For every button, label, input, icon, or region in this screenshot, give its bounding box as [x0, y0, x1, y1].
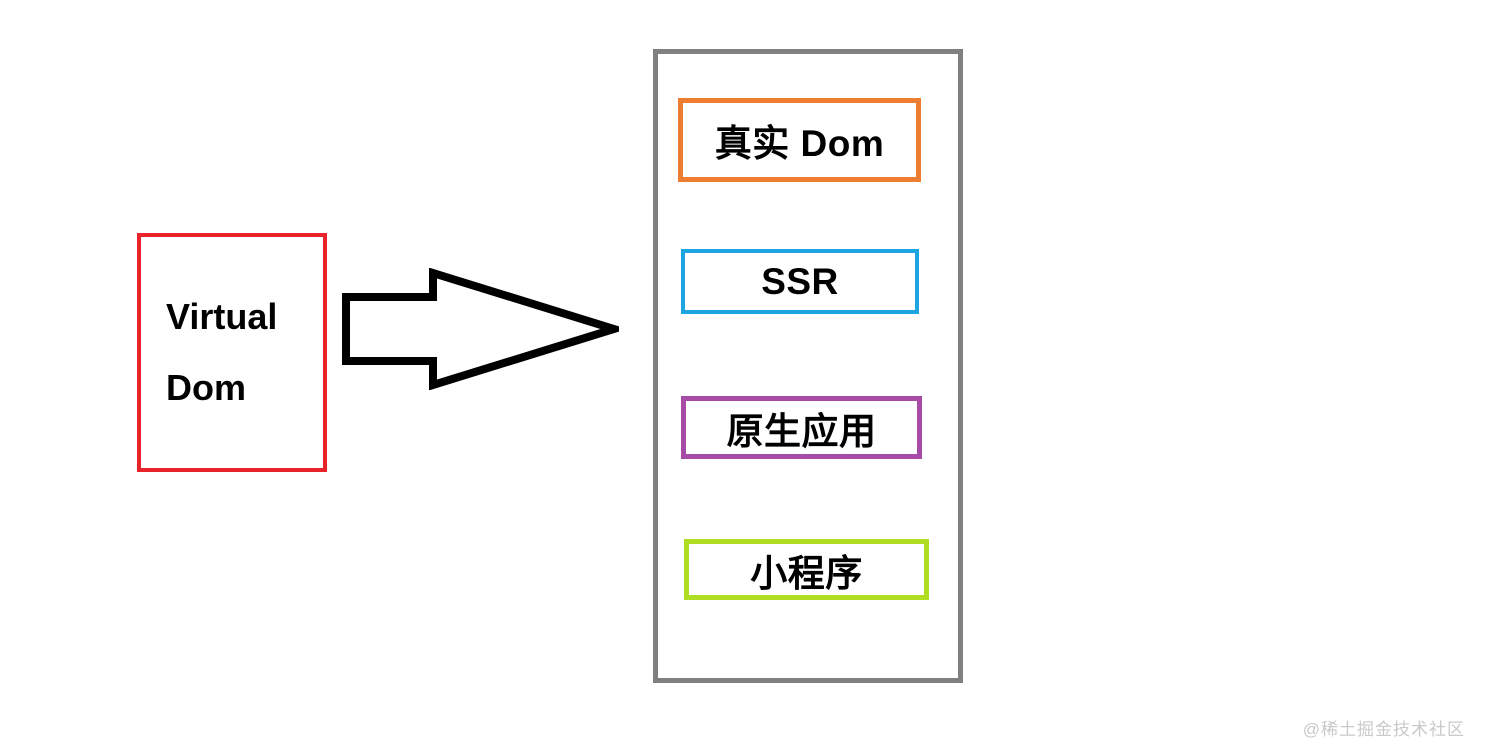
virtual-dom-box: Virtual Dom — [137, 233, 327, 472]
target-label-ssr: SSR — [761, 260, 839, 302]
target-label-native-app: 原生应用 — [726, 410, 877, 452]
target-label-real-dom: 真实 Dom — [714, 123, 885, 164]
virtual-dom-label-line-1: Virtual — [166, 296, 278, 338]
right-block-arrow-icon — [342, 268, 619, 390]
target-box-mini-program: 小程序 — [684, 539, 929, 600]
target-box-ssr: SSR — [681, 249, 919, 314]
target-box-real-dom: 真实 Dom — [678, 98, 921, 182]
watermark: @稀土掘金技术社区 — [1302, 720, 1465, 739]
target-label-mini-program: 小程序 — [750, 552, 863, 594]
right-block-arrow — [341, 268, 619, 390]
target-box-native-app: 原生应用 — [681, 396, 922, 459]
virtual-dom-label-line-2: Dom — [166, 366, 246, 408]
